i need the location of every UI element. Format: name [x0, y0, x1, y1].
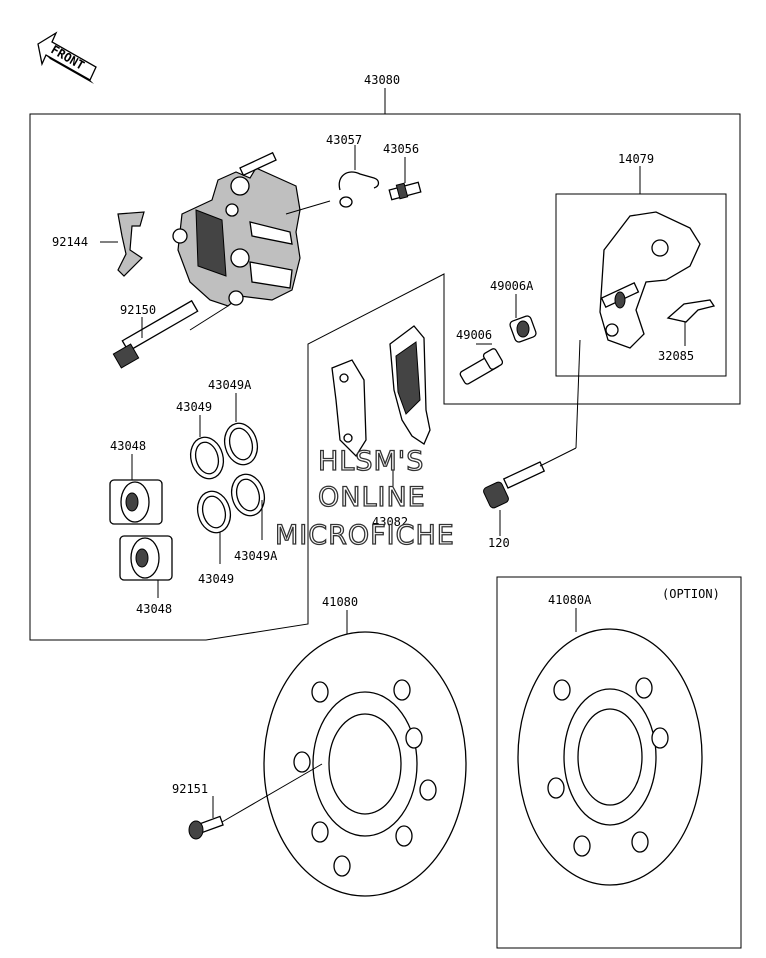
label-43049-bottom: 43049 [198, 572, 234, 586]
disc-screw [188, 815, 224, 840]
label-43049-top: 43049 [176, 400, 212, 414]
label-92150: 92150 [120, 303, 156, 317]
brake-disc [263, 631, 467, 897]
label-32085: 32085 [658, 349, 694, 363]
watermark-line-2: ONLINE [318, 482, 426, 513]
label-41080a: 41080A [548, 593, 592, 607]
dust-seal-top-a [223, 422, 259, 466]
option-label: (OPTION) [662, 587, 720, 601]
label-41080: 41080 [322, 595, 358, 609]
caliper-bracket [599, 211, 701, 349]
caliper-body [172, 151, 301, 307]
label-49006: 49006 [456, 328, 492, 342]
label-43049a-bottom: 43049A [234, 549, 278, 563]
label-14079: 14079 [618, 152, 654, 166]
piston-bottom [119, 535, 173, 581]
label-120: 120 [488, 536, 510, 550]
label-43048-bottom: 43048 [136, 602, 172, 616]
label-43048-top: 43048 [110, 439, 146, 453]
pad-spring [117, 211, 145, 277]
brake-disc-option [517, 628, 703, 886]
watermark-line-3: MICROFICHE [275, 520, 455, 551]
option-frame [496, 576, 742, 949]
bleeder-valve [388, 181, 422, 201]
brake-pad-left [331, 359, 367, 458]
bracket-subframe [555, 193, 727, 377]
slide-pin [112, 299, 199, 369]
brake-pad-right [389, 325, 431, 445]
dust-seal-bottom [196, 490, 232, 534]
front-arrow-icon: FRONT [37, 31, 97, 84]
bleeder-cap [338, 171, 380, 208]
label-43057: 43057 [326, 133, 362, 147]
boot [459, 348, 504, 385]
label-43056: 43056 [383, 142, 419, 156]
label-43082: 43082 [372, 515, 408, 529]
caliper-assembly-frame [29, 113, 741, 641]
dust-seal-top [189, 436, 225, 480]
label-43049a-top: 43049A [208, 378, 252, 392]
piston-top [109, 479, 163, 525]
label-92151: 92151 [172, 782, 208, 796]
boot-a [509, 315, 537, 343]
label-92144: 92144 [52, 235, 88, 249]
label-49006a: 49006A [490, 279, 534, 293]
watermark-line-1: HLSM'S [318, 446, 424, 477]
dust-seal-bottom-a [230, 473, 266, 517]
caliper-bolt [483, 461, 546, 509]
label-43080: 43080 [364, 73, 400, 87]
pad-spring-clip [666, 299, 716, 323]
